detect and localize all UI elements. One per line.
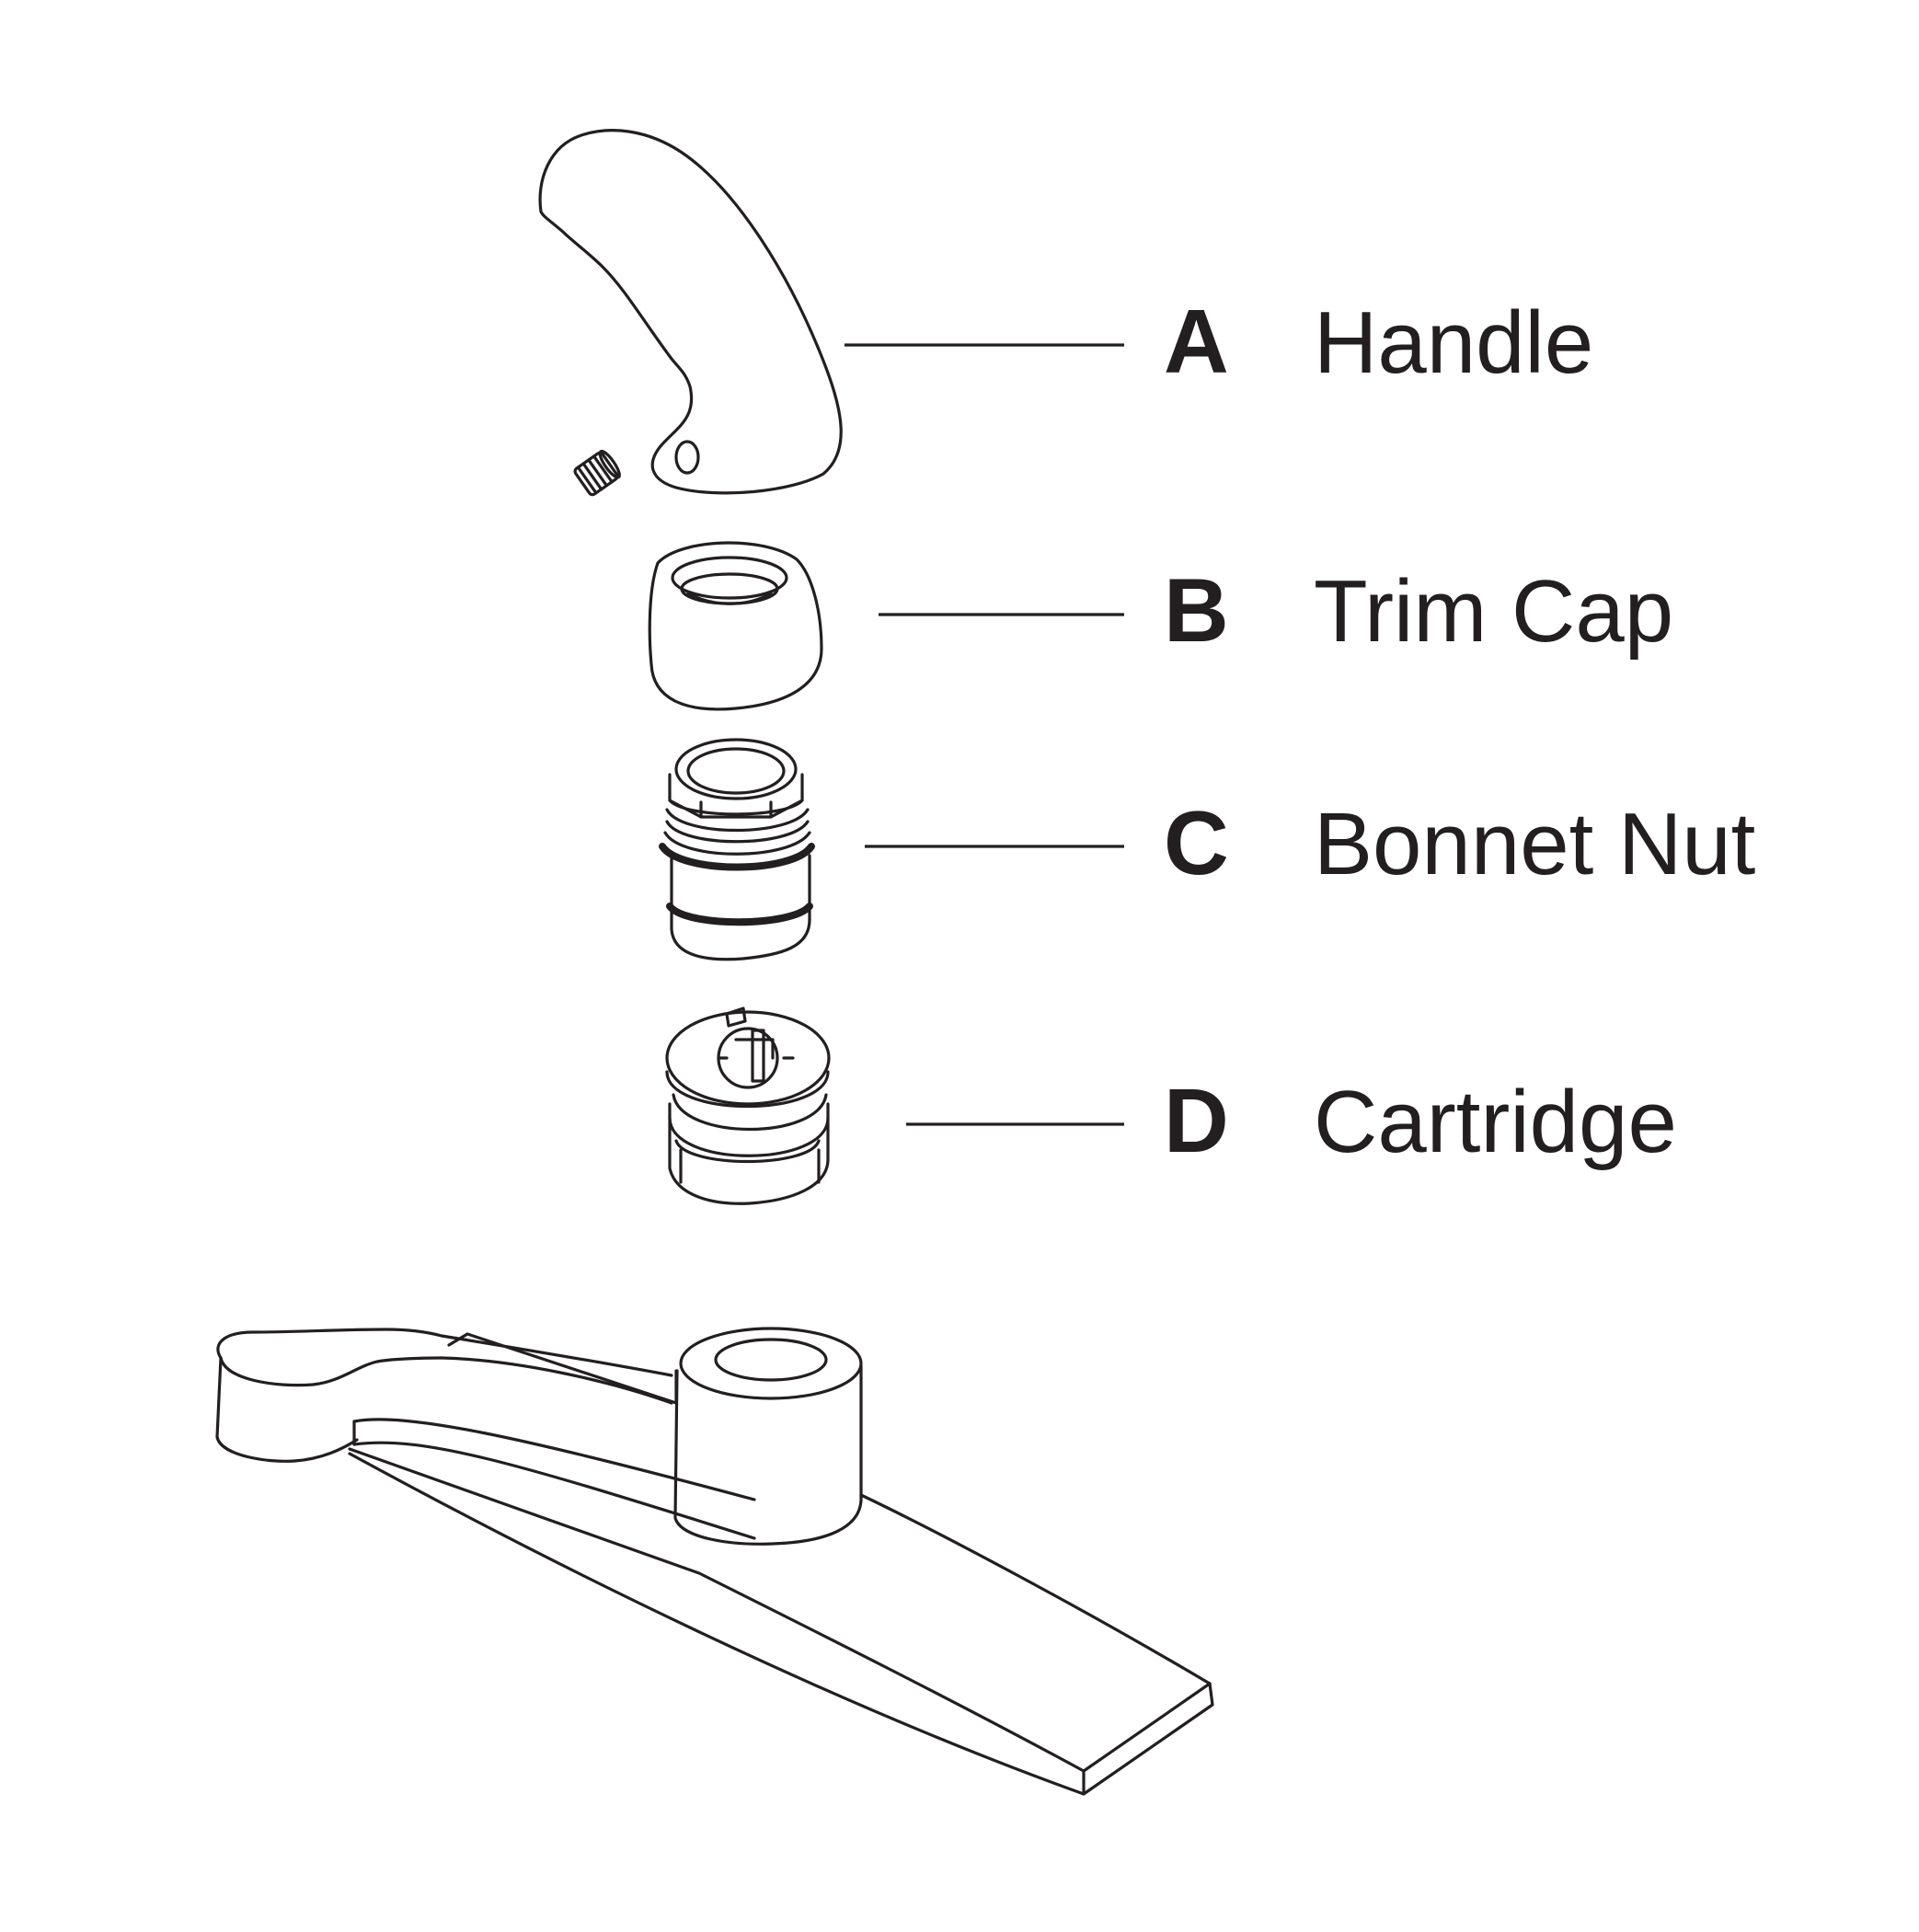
part-letter-c: C [1164,792,1229,893]
part-label-c: C Bonnet Nut [1164,792,1755,893]
trim-cap-illustration [648,541,823,711]
part-label-d: D Cartridge [1164,1070,1677,1171]
faucet-body-illustration [215,1327,1214,1796]
part-label-a: A Handle [1164,291,1593,392]
part-name-bonnet-nut: Bonnet Nut [1314,795,1755,893]
part-label-b: B Trim Cap [1164,559,1673,661]
cartridge-illustration [665,1006,831,1205]
part-name-cartridge: Cartridge [1314,1073,1677,1171]
part-name-handle: Handle [1314,293,1593,392]
part-letter-a: A [1164,291,1229,392]
handle-illustration [538,129,843,497]
bonnet-nut-illustration [659,738,815,961]
part-letter-b: B [1164,559,1229,661]
part-letter-d: D [1164,1070,1229,1171]
part-name-trim-cap: Trim Cap [1314,562,1673,661]
set-screw-illustration [573,449,621,497]
